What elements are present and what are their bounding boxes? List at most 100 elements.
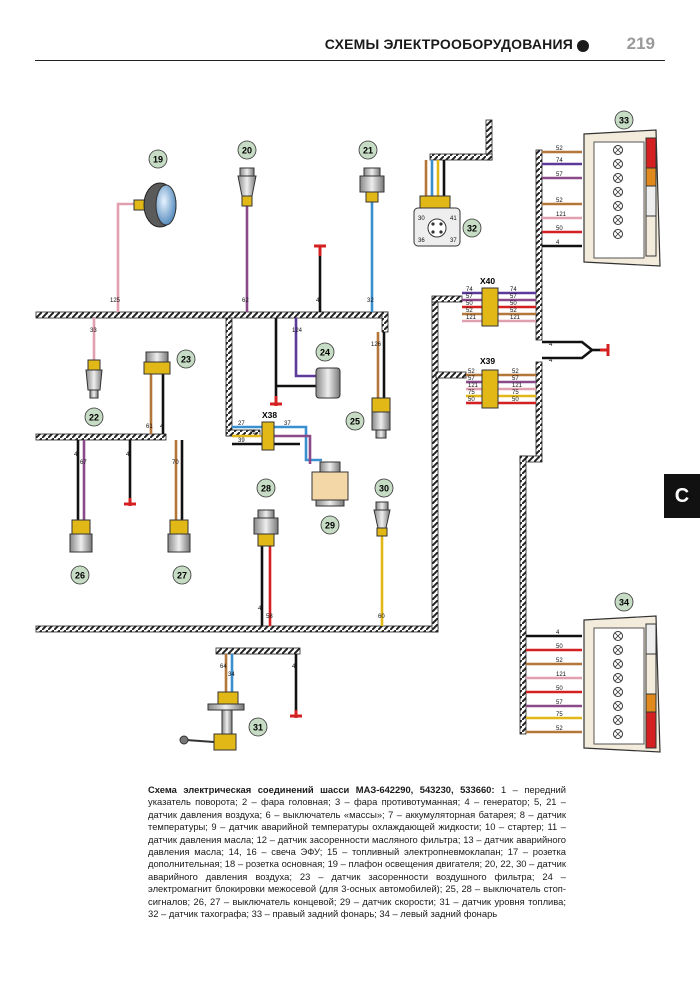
bulb-cross: [614, 646, 622, 654]
bulb-cross: [614, 174, 622, 182]
callout-circle: [237, 140, 257, 160]
wire-label: 4: [549, 342, 553, 348]
callout-number: 28: [261, 484, 271, 494]
callout-number: 22: [89, 413, 99, 423]
wire-label: 50: [466, 301, 473, 307]
page-number: 219: [626, 34, 655, 53]
wire-label: 57: [510, 294, 517, 300]
wire-label: 67: [80, 460, 87, 466]
section-title: СХЕМЫ ЭЛЕКТРООБОРУДОВАНИЯ: [324, 36, 573, 52]
bulb-cross: [614, 660, 622, 668]
callout-circle: [256, 478, 276, 498]
engine-light-19: [133, 182, 177, 228]
bullet-icon: [577, 40, 589, 52]
ground-symbols: [124, 244, 610, 718]
wire-label: 50: [510, 301, 517, 307]
wire-label: 57: [512, 376, 519, 382]
wire-label: 4: [556, 240, 560, 246]
wire-label: 61: [146, 424, 153, 430]
callout-circle: [614, 110, 634, 130]
wire-label: 52: [556, 726, 563, 732]
wire-label: 74: [556, 158, 563, 164]
bulb-cross: [614, 632, 622, 640]
wire-label: 36: [418, 238, 425, 244]
callout-number: 34: [619, 598, 629, 608]
wire-label: 121: [466, 315, 477, 321]
connector-x40-label: X40: [480, 276, 495, 286]
wire-label: 50: [468, 397, 475, 403]
wire-label: 4: [126, 452, 130, 458]
connector-x38-label: X38: [262, 410, 277, 420]
wire-label: 4: [292, 664, 296, 670]
wire-label: 74: [510, 287, 517, 293]
callout-number: 19: [153, 155, 163, 165]
wire-label: 27: [238, 421, 245, 427]
wire-label: 57: [466, 294, 473, 300]
wire-label: 33: [90, 328, 97, 334]
wire-label: 50: [512, 397, 519, 403]
switch-25: [371, 397, 391, 439]
wire-label: 60: [378, 614, 385, 620]
wire-label: 52: [466, 308, 473, 314]
wire-label: 4: [549, 358, 553, 364]
wire-label: 34: [228, 672, 235, 678]
wire-label: 121: [510, 315, 521, 321]
fuel-sensor-31: [179, 691, 245, 751]
wire-label: 32: [367, 298, 374, 304]
rear-light-33: [583, 129, 661, 267]
caption-text: 1 – передний указатель поворота; 2 – фар…: [148, 784, 566, 920]
wire-label: 75: [468, 390, 475, 396]
switch-26: [69, 519, 93, 553]
section-tab: C: [664, 474, 700, 518]
wire-label: 30: [418, 216, 425, 222]
wire-label: 52: [468, 369, 475, 375]
wire-label: 4: [74, 452, 78, 458]
wire-labels: 125 62 4 32 33 124 126 61 4 4 67 4 70 27…: [74, 216, 553, 678]
connector-x39-label: X39: [480, 356, 495, 366]
harness-bundles: [35, 119, 543, 735]
callout-number: 26: [75, 571, 85, 581]
bulb-cross: [614, 216, 622, 224]
wire-label: 126: [371, 342, 382, 348]
callout-number: 27: [177, 571, 187, 581]
bulb-cross: [614, 674, 622, 682]
lamp-bulbs: [613, 145, 623, 739]
callout-circle: [70, 565, 90, 585]
wires: [76, 150, 600, 734]
wire-label: 64: [220, 664, 227, 670]
callout-number: 20: [242, 146, 252, 156]
figure-caption: Схема электрическая соединений шасси МАЗ…: [148, 784, 566, 920]
wire-label: 57: [556, 700, 563, 706]
wire-label: 124: [292, 328, 303, 334]
callout-circle: [345, 411, 365, 431]
page-header: СХЕМЫ ЭЛЕКТРООБОРУДОВАНИЯ 219: [35, 34, 665, 61]
callout-circle: [315, 342, 335, 362]
wire-label: 62: [242, 298, 249, 304]
sensor-21: [359, 167, 385, 203]
callout-number: 23: [181, 355, 191, 365]
wire-label: 121: [468, 383, 479, 389]
callout-circle: [148, 149, 168, 169]
wire-label: 58: [266, 614, 273, 620]
callout-number: 21: [363, 146, 373, 156]
wire-label: 52: [512, 369, 519, 375]
wiring-diagram: 125 62 4 32 33 124 126 61 4 4 67 4 70 27…: [35, 110, 661, 753]
bulb-cross: [614, 146, 622, 154]
connector-x38-body: [261, 421, 275, 451]
wire-label: 121: [556, 212, 567, 218]
wire-label: 38: [249, 430, 256, 436]
callout-number: 24: [320, 348, 330, 358]
callout-number: 25: [350, 417, 360, 427]
callout-circle: [320, 515, 340, 535]
callout-number: 31: [253, 723, 263, 733]
wire-label: 39: [238, 438, 245, 444]
wire-label: 50: [556, 226, 563, 232]
bulb-cross: [614, 188, 622, 196]
sensor-20: [237, 167, 257, 207]
speed-sensor-29: [311, 461, 349, 507]
sensor-22: [85, 359, 103, 399]
callout-circle: [462, 218, 482, 238]
callout-circle: [84, 407, 104, 427]
switch-27: [167, 519, 191, 553]
